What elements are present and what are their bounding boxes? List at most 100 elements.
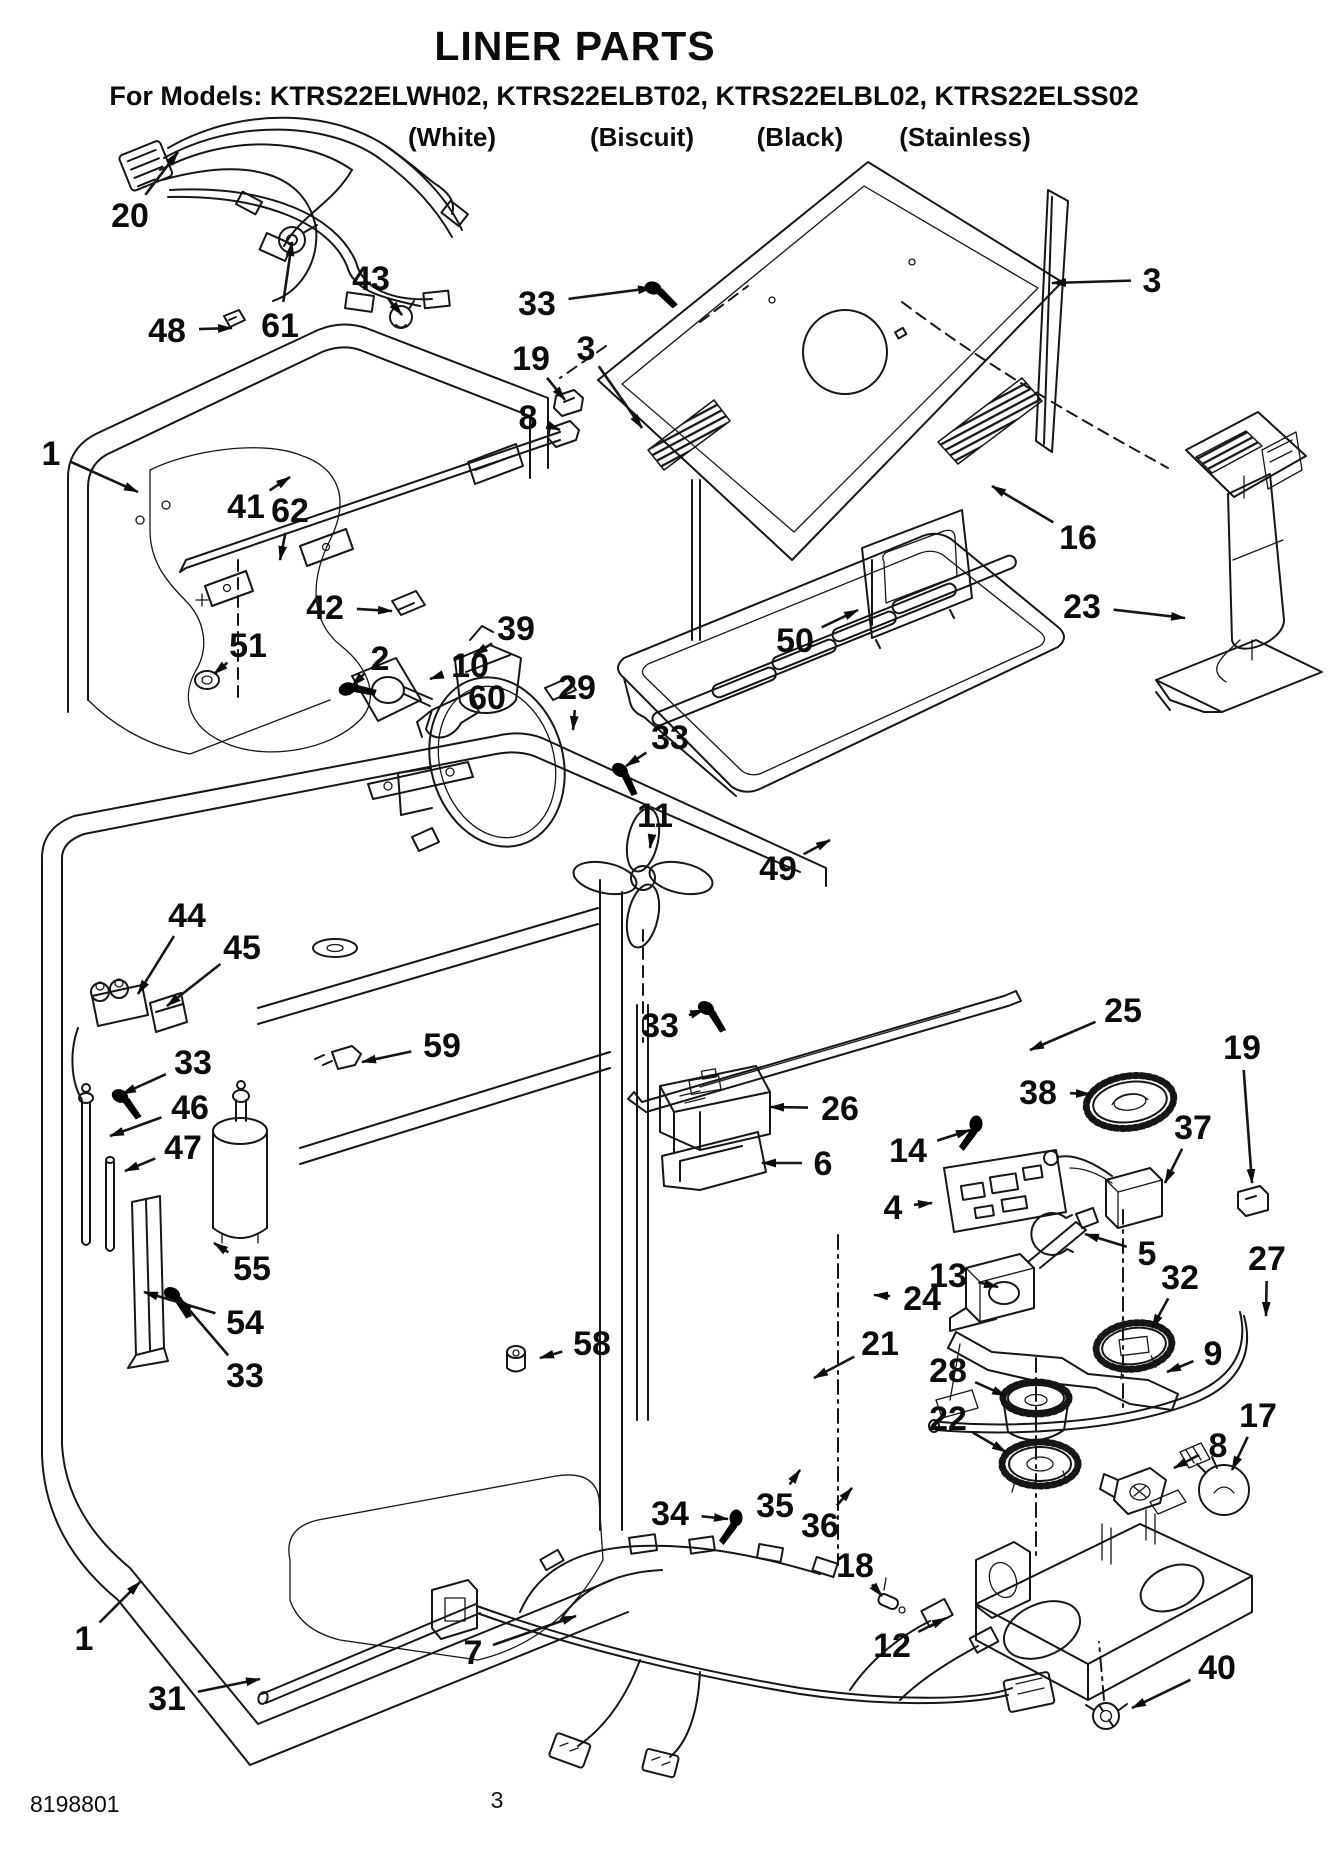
bulb-17-art (1179, 1442, 1250, 1516)
screw-33e-art (691, 998, 734, 1035)
callout-33-25: 33 (641, 1007, 705, 1045)
callout-arrow-42-16 (356, 605, 393, 615)
callout-55-57: 55 (213, 1241, 271, 1288)
callout-8-44: 8 (1173, 1427, 1227, 1470)
callout-10-19: 10 (429, 647, 489, 685)
callout-arrow-36-47 (835, 1487, 853, 1507)
callout-arrow-33-25 (688, 1008, 705, 1019)
callout-20-0: 20 (111, 151, 180, 235)
callout-19-5: 19 (512, 340, 567, 401)
callout-28-41: 28 (929, 1352, 1007, 1398)
callout-label-20-0: 20 (111, 197, 149, 235)
panel-edge-art (691, 479, 701, 641)
callout-29-21: 29 (558, 669, 596, 731)
callout-2-18: 2 (351, 640, 390, 687)
callout-1-12: 1 (42, 435, 139, 494)
callout-arrow-13-36 (978, 1279, 999, 1289)
wiring-harness-art (118, 116, 469, 329)
channel-art (127, 1195, 200, 1369)
callout-26-26: 26 (769, 1090, 859, 1128)
callout-label-33-22: 33 (651, 719, 689, 757)
clip-48-art (223, 309, 246, 328)
fan-motor-art (336, 657, 480, 739)
callout-33-4: 33 (518, 285, 653, 323)
gear-22-art (998, 1438, 1082, 1493)
control-board-art (943, 1114, 1067, 1233)
screw-33a-art (641, 279, 682, 310)
screw-34-art (718, 1508, 744, 1547)
callout-40-50: 40 (1131, 1649, 1236, 1710)
retainer-ring-art (1030, 1211, 1074, 1256)
clip-59-art (314, 1045, 362, 1070)
callout-label-41-13: 41 (227, 488, 265, 526)
finish-label-biscuit: (Biscuit) (590, 122, 694, 152)
callout-arrow-26-26 (769, 1102, 809, 1112)
callout-label-51-15: 51 (229, 627, 267, 665)
callout-label-31-62: 31 (148, 1680, 186, 1718)
fridge-liner-art (41, 732, 827, 1766)
callout-label-7-63: 7 (464, 1634, 483, 1672)
icemaker-tower-art (1155, 411, 1323, 713)
callout-arrow-12-49 (917, 1616, 947, 1634)
callout-58-60: 58 (539, 1325, 611, 1363)
callout-61-2: 61 (261, 241, 299, 345)
callout-label-39-17: 39 (497, 610, 535, 648)
gear-38-art (1082, 1072, 1178, 1132)
callout-arrow-2-18 (351, 672, 366, 687)
callout-arrow-19-5 (546, 377, 567, 401)
callout-arrow-29-21 (569, 709, 579, 731)
callout-label-2-18: 2 (371, 640, 390, 678)
callout-arrow-35-46 (788, 1469, 802, 1486)
callout-arrow-8-7 (545, 420, 561, 432)
callout-arrow-33-22 (625, 751, 648, 768)
callout-label-23-10: 23 (1063, 588, 1101, 626)
callout-label-32-38: 32 (1161, 1259, 1199, 1297)
callout-label-16-9: 16 (1059, 519, 1097, 557)
callout-arrow-45-52 (166, 962, 222, 1008)
thermostat-art (949, 1207, 1099, 1332)
callout-arrow-1-12 (69, 460, 139, 494)
callout-48-1: 48 (148, 312, 233, 350)
callout-9-39: 9 (1166, 1335, 1223, 1374)
callout-label-1-61: 1 (75, 1620, 94, 1658)
page-number: 3 (491, 1787, 504, 1813)
callout-47-55: 47 (124, 1129, 202, 1173)
callout-label-6-27: 6 (814, 1145, 833, 1183)
callout-label-13-36: 13 (929, 1257, 967, 1295)
callout-label-36-47: 36 (801, 1507, 839, 1545)
callout-label-9-39: 9 (1204, 1335, 1223, 1373)
callout-51-15: 51 (213, 627, 267, 675)
callout-arrow-20-0 (144, 151, 180, 196)
callout-label-27-35: 27 (1248, 1240, 1286, 1278)
callout-arrow-40-50 (1131, 1678, 1191, 1710)
callout-label-62-14: 62 (271, 492, 309, 530)
callout-arrow-10-19 (429, 670, 445, 681)
water-tubes-art (78, 1083, 115, 1252)
switch-37-art (1043, 1150, 1163, 1229)
callout-label-46-54: 46 (171, 1089, 209, 1127)
callout-18-48: 18 (836, 1547, 883, 1597)
callout-arrow-21-40 (813, 1355, 855, 1380)
callout-label-58-60: 58 (573, 1325, 611, 1363)
callout-arrow-58-60 (539, 1349, 563, 1360)
fuse-18-art (877, 1577, 906, 1614)
fill-tube-27-art (928, 1311, 1249, 1434)
drip-tray-art (617, 532, 1065, 797)
callout-12-49: 12 (873, 1616, 947, 1665)
callout-38-29: 38 (1019, 1074, 1091, 1112)
callout-33-53: 33 (121, 1044, 212, 1096)
water-valve-art (71, 978, 188, 1122)
callout-62-14: 62 (271, 492, 309, 561)
callout-5-34: 5 (1084, 1232, 1156, 1273)
callout-arrow-23-10 (1113, 608, 1186, 621)
callout-label-40-50: 40 (1198, 1649, 1236, 1687)
callout-7-63: 7 (464, 1614, 577, 1672)
callout-16-9: 16 (991, 484, 1097, 557)
callout-arrow-51-15 (213, 661, 229, 675)
callout-arrow-46-54 (109, 1116, 162, 1138)
socket-8b-art (1099, 1467, 1167, 1515)
callout-label-18-48: 18 (836, 1547, 874, 1585)
callout-4-33: 4 (884, 1189, 933, 1227)
wing-nut-art (1085, 1641, 1128, 1730)
callout-27-35: 27 (1248, 1240, 1286, 1317)
